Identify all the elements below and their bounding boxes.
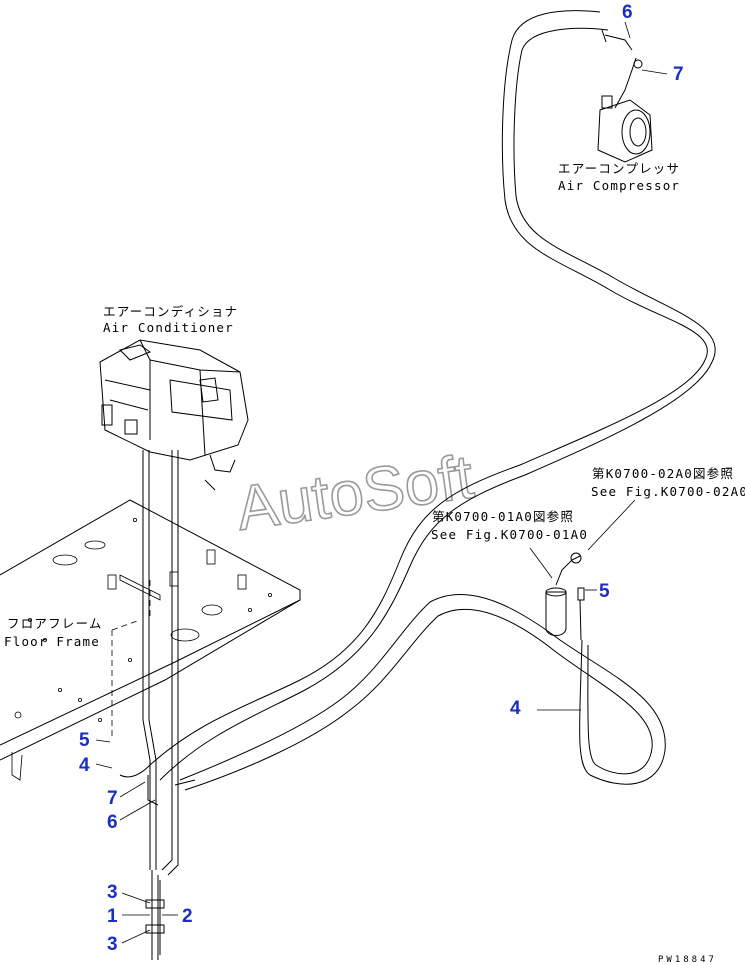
air-conditioner-label-en: Air Conditioner	[103, 320, 234, 335]
floor-frame-label-en: Floor Frame	[4, 634, 100, 649]
vertical-pipes	[142, 450, 196, 960]
compressor-hose-outer	[119, 10, 708, 778]
ref-02a0-label-jp: 第K0700-02A0図参照	[592, 466, 734, 481]
dashed-reference-line-2	[111, 619, 141, 631]
callout-6-left: 6	[107, 812, 118, 833]
receiver-drier	[545, 552, 585, 641]
figure-code: PW18847	[658, 955, 717, 965]
callout-7-top: 7	[673, 64, 684, 85]
ref-01a0-label-en: See Fig.K0700-01A0	[431, 527, 588, 542]
ref-01a0-label-jp: 第K0700-01A0図参照	[432, 509, 574, 524]
callout-3-lower: 3	[107, 934, 118, 955]
floor-frame	[0, 499, 301, 781]
callout-4-right: 4	[510, 698, 521, 719]
callout-6-top: 6	[622, 2, 633, 23]
callout-2: 2	[182, 906, 193, 927]
air-compressor-label-jp: エアーコンプレッサ	[558, 161, 680, 176]
callout-1: 1	[107, 906, 118, 927]
receiver-hose-inner	[184, 608, 653, 791]
compressor-hose-inner	[159, 27, 716, 781]
callout-5-left: 5	[79, 730, 90, 751]
ref-02a0-label-en: See Fig.K0700-02A0	[591, 484, 745, 499]
receiver-hose-outer	[179, 593, 666, 785]
callout-4-left: 4	[79, 755, 90, 776]
air-conditioner-unit	[99, 339, 249, 491]
leader-lines	[95, 21, 668, 944]
air-compressor-label-en: Air Compressor	[558, 178, 680, 193]
callout-7-left: 7	[107, 788, 118, 809]
callout-5-right: 5	[599, 581, 610, 602]
air-conditioner-label-jp: エアーコンディショナ	[103, 304, 238, 319]
callout-3-upper: 3	[107, 882, 118, 903]
air-compressor	[597, 29, 653, 163]
floor-frame-label-jp: フロアフレーム	[7, 616, 103, 631]
